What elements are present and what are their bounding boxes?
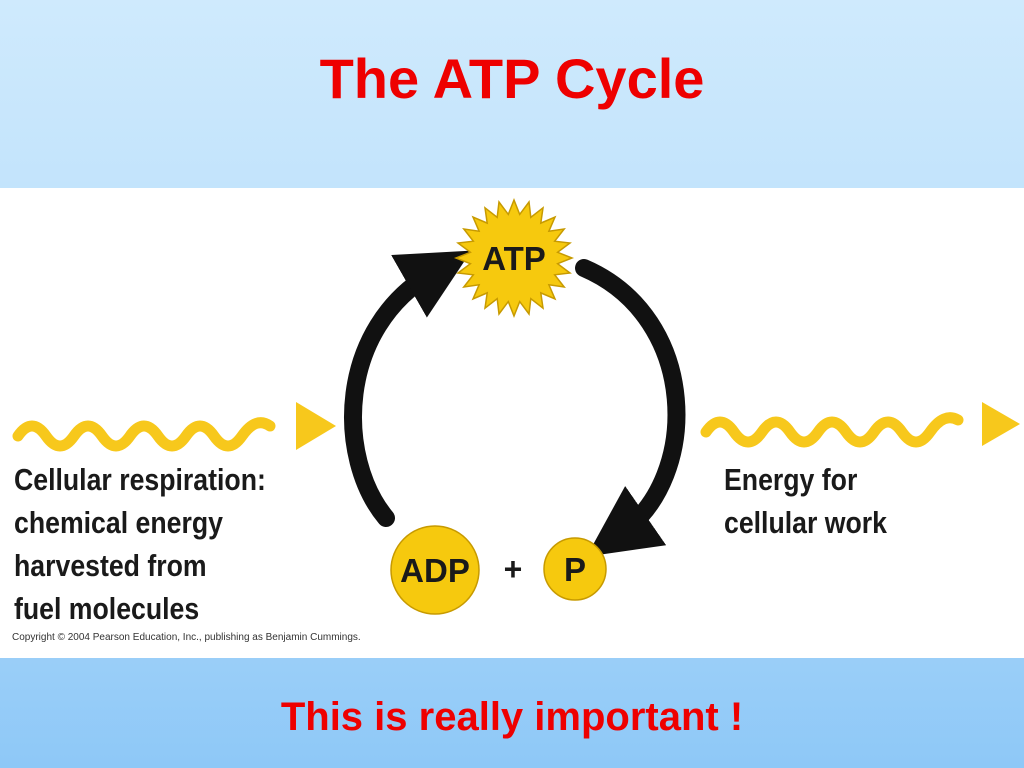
slide-title: The ATP Cycle (319, 47, 705, 110)
atp-molecule: ATP (453, 197, 575, 319)
label-line: fuel molecules (14, 591, 200, 626)
arrow-adp-to-atp (344, 250, 472, 527)
arrowhead-icon (296, 402, 336, 450)
arrow-atp-to-adp (575, 259, 686, 557)
energy-output-wave (700, 402, 1020, 448)
plus-sign: + (504, 551, 523, 587)
label-line: Energy for (724, 462, 858, 497)
footer-note: This is really important ! (280, 695, 744, 739)
phosphate-molecule: P (543, 537, 607, 601)
atp-cycle-diagram: ATP ADP + P Cellular respiration: chemic… (0, 188, 1024, 658)
label-line: cellular work (724, 505, 887, 540)
atp-label: ATP (482, 240, 546, 277)
adp-molecule: ADP (390, 525, 480, 615)
phosphate-label: P (564, 551, 586, 588)
copyright-notice: Copyright © 2004 Pearson Education, Inc.… (12, 632, 361, 643)
cellular-respiration-label: Cellular respiration: chemical energy ha… (14, 458, 266, 630)
starburst-icon (453, 197, 575, 319)
label-line: Cellular respiration: (14, 462, 266, 497)
diagram-graphic: ATP ADP + P (12, 197, 1020, 615)
adp-label: ADP (400, 552, 470, 589)
cellular-work-label: Energy for cellular work (724, 458, 887, 544)
label-line: chemical energy (14, 505, 223, 540)
label-line: harvested from (14, 548, 207, 583)
arrowhead-icon (982, 402, 1020, 446)
energy-input-wave (12, 402, 336, 452)
